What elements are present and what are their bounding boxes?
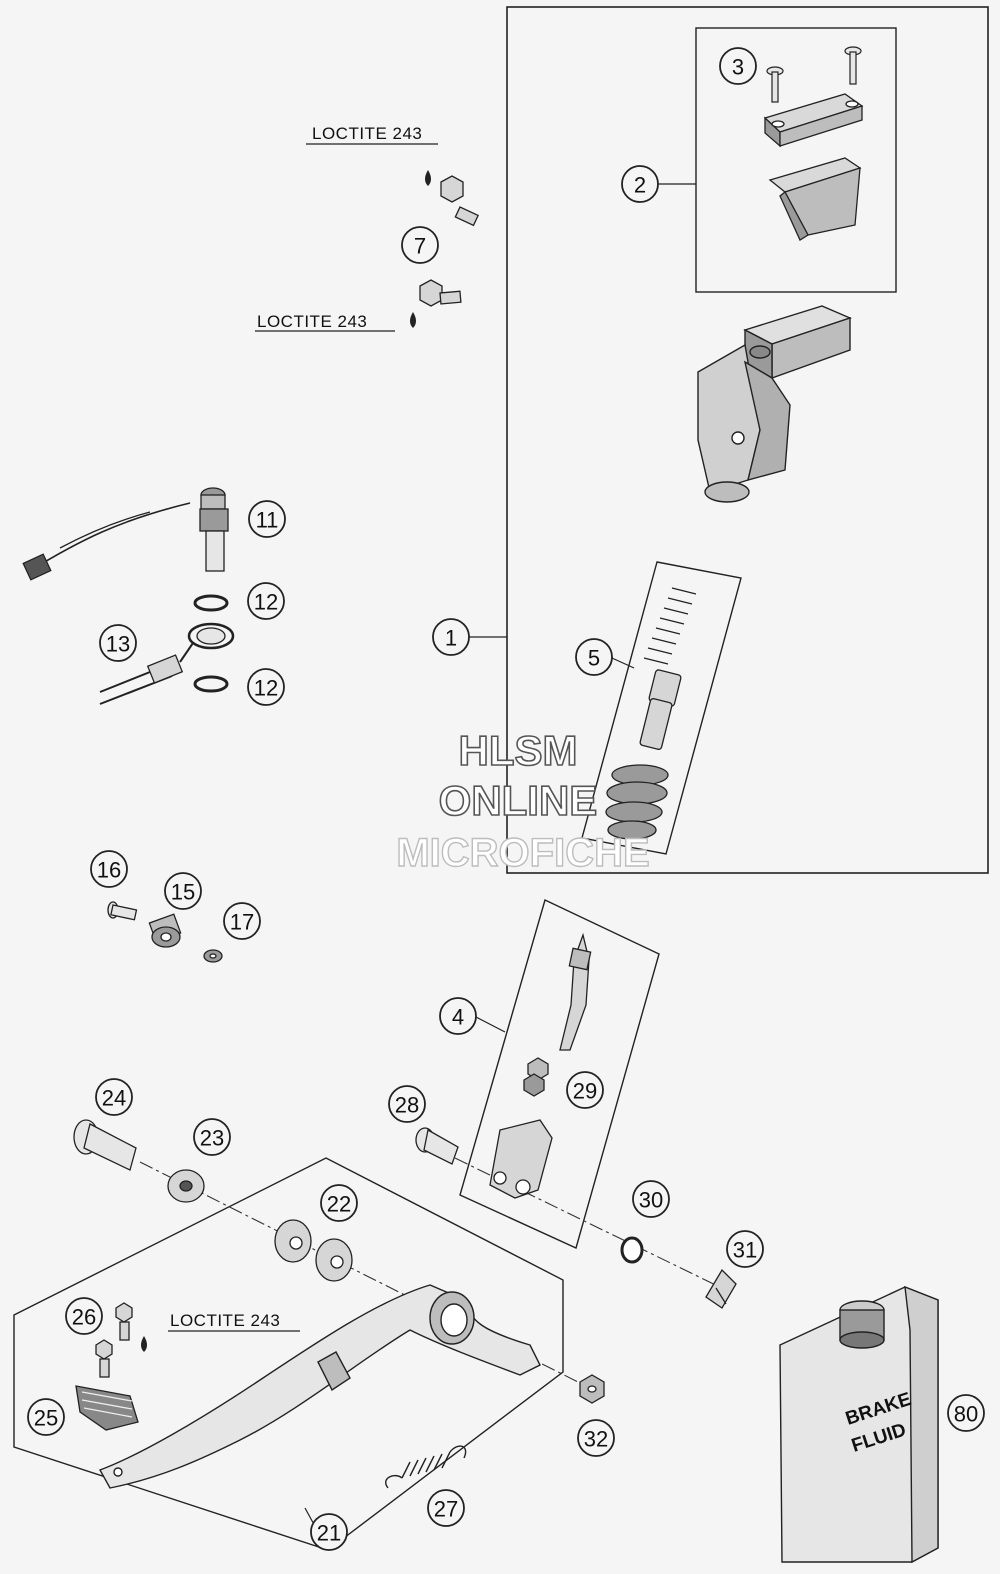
watermark-line3: MICROFICHE (396, 831, 649, 875)
master-cylinder-body (697, 305, 852, 503)
loctite-drop-lower (410, 312, 416, 328)
brake-pedal-assembly-frame (13, 1157, 564, 1551)
pedal-step-plate (75, 1385, 139, 1431)
callout-32: 32 (584, 1427, 608, 1452)
reservoir-screws (766, 46, 862, 103)
brake-pedal (98, 1284, 541, 1489)
step-plate-bolt-upper (115, 1302, 133, 1341)
callout-3: 3 (732, 55, 744, 80)
pedal-bushing-left (274, 1219, 312, 1263)
loctite-drop-pedal (141, 1336, 147, 1352)
pushrod (559, 932, 592, 1051)
callout-11: 11 (256, 508, 279, 533)
callout-1: 1 (445, 626, 457, 651)
callout-23: 23 (200, 1126, 224, 1151)
piston (639, 669, 682, 750)
brake-fluid-container (779, 1285, 939, 1564)
step-plate-bolt-lower (95, 1339, 113, 1378)
pedal-bolt (73, 1119, 137, 1171)
callout-13: 13 (106, 632, 130, 657)
watermark-line1: HLSM (459, 727, 578, 774)
callout-5: 5 (588, 646, 600, 671)
sealing-washer-lower (193, 675, 229, 693)
mounting-bolt-upper (440, 175, 479, 227)
callout-24: 24 (102, 1086, 126, 1111)
clevis-bolt (415, 1127, 459, 1165)
callout-21: 21 (317, 1521, 341, 1546)
pivot-nut (203, 949, 223, 963)
callout-12-lower: 12 (254, 676, 278, 701)
pushrod-clevis (489, 1119, 553, 1199)
loctite-note-middle: LOCTITE 243 (257, 312, 367, 331)
callout-27: 27 (434, 1497, 458, 1522)
watermark: HLSM ONLINE MICROFICHE (396, 726, 651, 876)
brake-hose-banjo (99, 622, 235, 705)
return-spring (385, 1445, 467, 1489)
callout-80: 80 (954, 1402, 978, 1427)
brake-light-switch (22, 487, 229, 581)
pedal-pivot-pin (107, 901, 138, 921)
sealing-washer-upper (193, 594, 229, 612)
cotter-pin (705, 1268, 737, 1309)
piston-boot (605, 764, 669, 840)
pushrod-kit-frame (459, 899, 660, 1249)
piston-spring (643, 587, 697, 665)
pedal-bushing-right (315, 1238, 353, 1282)
callout-circles (27, 47, 985, 1551)
loctite-drop-upper (425, 170, 431, 186)
master-cylinder-assembly-frame (506, 6, 989, 874)
callout-2: 2 (634, 173, 646, 198)
loctite-note-pedal: LOCTITE 243 (170, 1311, 280, 1330)
pedal-washer (167, 1169, 205, 1203)
callout-29: 29 (573, 1079, 597, 1104)
callout-15: 15 (171, 880, 195, 905)
callout-12-upper: 12 (254, 590, 278, 615)
callout-7: 7 (414, 234, 426, 259)
callout-31: 31 (733, 1238, 757, 1263)
callout-26: 26 (72, 1305, 96, 1330)
clevis-washer (620, 1236, 644, 1264)
pushrod-nuts (523, 1057, 549, 1097)
callout-17: 17 (230, 910, 254, 935)
callout-4: 4 (452, 1005, 464, 1030)
pedal-nut (579, 1374, 605, 1404)
watermark-line2: ONLINE (439, 777, 598, 824)
mounting-bolt-lower (419, 279, 462, 307)
callout-28: 28 (395, 1093, 419, 1118)
callout-25: 25 (34, 1406, 58, 1431)
callout-30: 30 (639, 1188, 663, 1213)
reservoir-cap (763, 93, 864, 148)
callout-22: 22 (327, 1192, 351, 1217)
reservoir-diaphragm (768, 157, 862, 241)
reservoir-cap-kit-frame (695, 27, 897, 293)
pivot-bushing (148, 913, 182, 948)
callout-16: 16 (97, 858, 121, 883)
piston-kit-frame (581, 561, 742, 855)
loctite-note-upper: LOCTITE 243 (312, 124, 422, 143)
